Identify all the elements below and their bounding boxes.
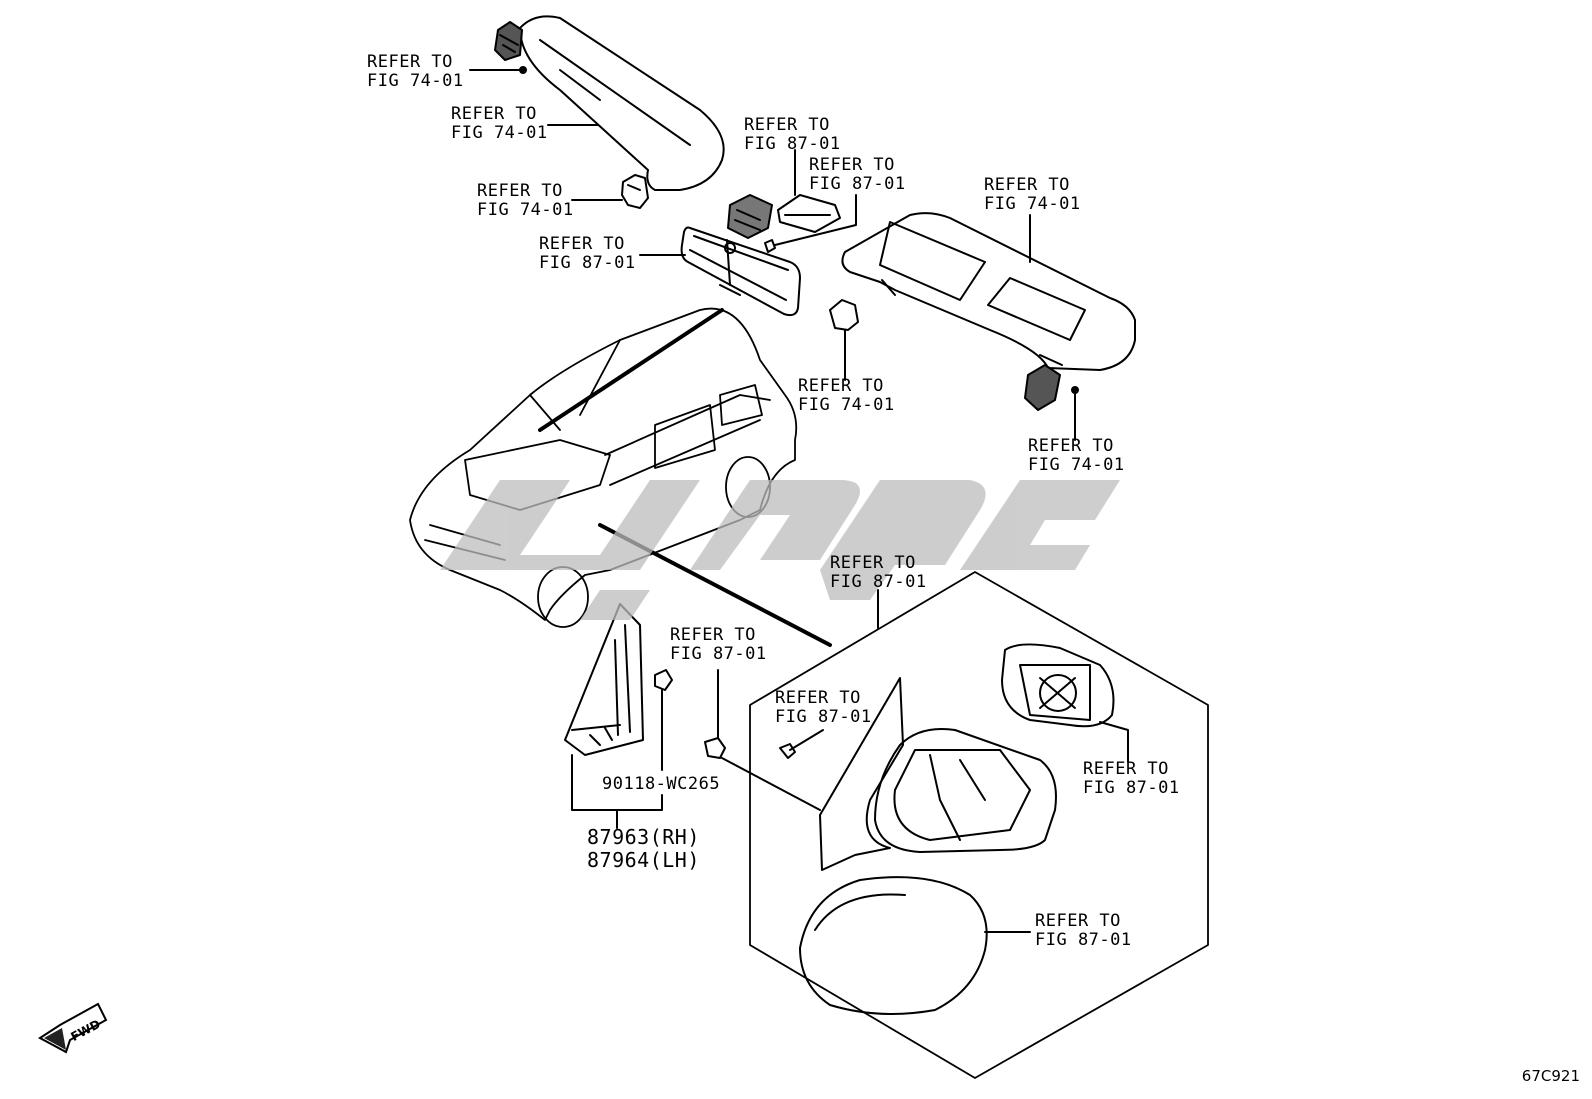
part-number-garnish: 87963(RH) 87964(LH) <box>587 826 700 872</box>
outer-mirror-cap <box>799 876 988 1015</box>
mirror-grommet <box>704 737 726 759</box>
fwd-arrow-icon: FWD <box>38 1002 108 1054</box>
mirror-cover <box>777 194 841 233</box>
visor-holder-lh <box>621 174 649 209</box>
mirror-bracket <box>727 194 773 239</box>
pointer-inner-mirror <box>538 308 724 432</box>
visor-clip-lh <box>494 21 523 61</box>
part-number-garnish-lh: 87964(LH) <box>587 848 700 872</box>
mirror-small-screw <box>764 239 776 253</box>
quarter-garnish <box>564 603 644 756</box>
visor-screw-rh <box>1071 386 1079 441</box>
outer-mirror-frame <box>749 571 1209 1079</box>
part-number-screw: 90118-WC265 <box>602 774 721 794</box>
leader-grommet-assy <box>721 757 821 811</box>
leader-garnish <box>571 754 663 829</box>
visor-clip-rh <box>1024 364 1061 411</box>
sun-visor-rh <box>841 212 1136 371</box>
mirror-screw-part <box>779 743 796 759</box>
inner-mirror <box>680 226 801 317</box>
vehicle-outline <box>409 307 798 628</box>
watermark-logo <box>440 480 1120 620</box>
visor-screw-lh <box>469 66 527 74</box>
sun-visor-lh <box>519 15 725 191</box>
outer-mirror-assembly <box>819 677 1057 871</box>
figure-code: 67C921 <box>1521 1067 1580 1085</box>
visor-holder-rh <box>829 299 859 331</box>
outer-mirror-glass <box>1001 643 1115 728</box>
part-number-garnish-rh: 87963(RH) <box>587 825 700 849</box>
leader-mirror-cover <box>774 194 857 246</box>
garnish-clip <box>654 669 673 691</box>
leader-mirror-screw <box>789 729 824 751</box>
leader-mirror-glass <box>1099 721 1129 763</box>
